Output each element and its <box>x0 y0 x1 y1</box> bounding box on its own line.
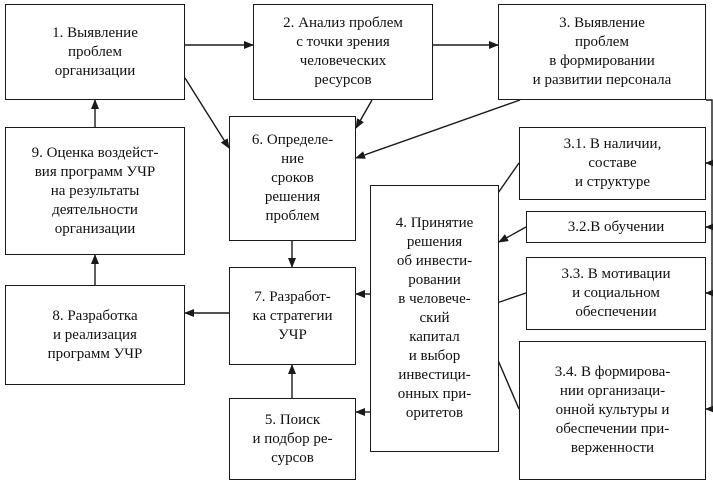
node-3-1-composition: 3.1. В наличии, составе и структуре <box>519 127 706 200</box>
node-3-label: 3. Выявление проблем в формировании и ра… <box>532 15 672 88</box>
node-7-label: 7. Разработ- ка стратегии УЧР <box>252 288 333 343</box>
node-3-personnel-problems: 3. Выявление проблем в формировании и ра… <box>498 4 706 100</box>
node-8-programs: 8. Разработка и реализация программ УЧР <box>5 285 185 385</box>
node-3-3-motivation: 3.3. В мотивации и социальном обеспечени… <box>526 257 706 330</box>
arrow-n3-to-n31 <box>705 99 713 167</box>
node-5-resources: 5. Поиск и подбор ре- сурсов <box>229 398 356 480</box>
node-6-deadlines: 6. Определе- ние сроков решения проблем <box>229 116 356 241</box>
node-5-label: 5. Поиск и подбор ре- сурсов <box>252 411 333 466</box>
node-3-3-label: 3.3. В мотивации и социальном обеспечени… <box>561 266 671 320</box>
arrow-n32-to-n4 <box>498 226 527 243</box>
node-1-identify-problems: 1. Выявление проблем организации <box>5 4 185 100</box>
node-2-label: 2. Анализ проблем с точки зрения человеч… <box>283 15 403 88</box>
node-6-label: 6. Определе- ние сроков решения проблем <box>251 132 334 224</box>
node-1-label: 1. Выявление проблем организации <box>52 24 138 79</box>
arrow-n3-to-n32 <box>705 163 713 231</box>
node-8-label: 8. Разработка и реализация программ УЧР <box>47 307 143 362</box>
node-9-impact-evaluation: 9. Оценка воздейст- вия программ УЧР на … <box>5 127 185 255</box>
node-4-label: 4. Принятие решения об инвести- ровании … <box>395 215 474 421</box>
node-3-2-training: 3.2.В обучении <box>526 211 706 243</box>
node-3-1-label: 3.1. В наличии, составе и структуре <box>563 136 662 190</box>
arrow-n3-to-n6 <box>355 99 521 159</box>
node-3-4-culture: 3.4. В формирова- нии организаци- онной … <box>519 341 706 480</box>
arrow-n3-to-n34 <box>705 293 713 413</box>
node-7-hrm-strategy: 7. Разработ- ка стратегии УЧР <box>229 267 356 365</box>
arrow-n3-to-n33 <box>705 227 713 297</box>
node-3-4-label: 3.4. В формирова- нии организаци- онной … <box>554 364 671 456</box>
node-2-hr-analysis: 2. Анализ проблем с точки зрения человеч… <box>253 4 433 100</box>
node-3-2-label: 3.2.В обучении <box>567 218 665 235</box>
node-4-investment-decision: 4. Принятие решения об инвести- ровании … <box>370 185 499 452</box>
arrow-n1-to-n6 <box>184 77 230 149</box>
arrow-n2-to-n6 <box>355 99 373 129</box>
node-9-label: 9. Оценка воздейст- вия программ УЧР на … <box>31 144 159 237</box>
